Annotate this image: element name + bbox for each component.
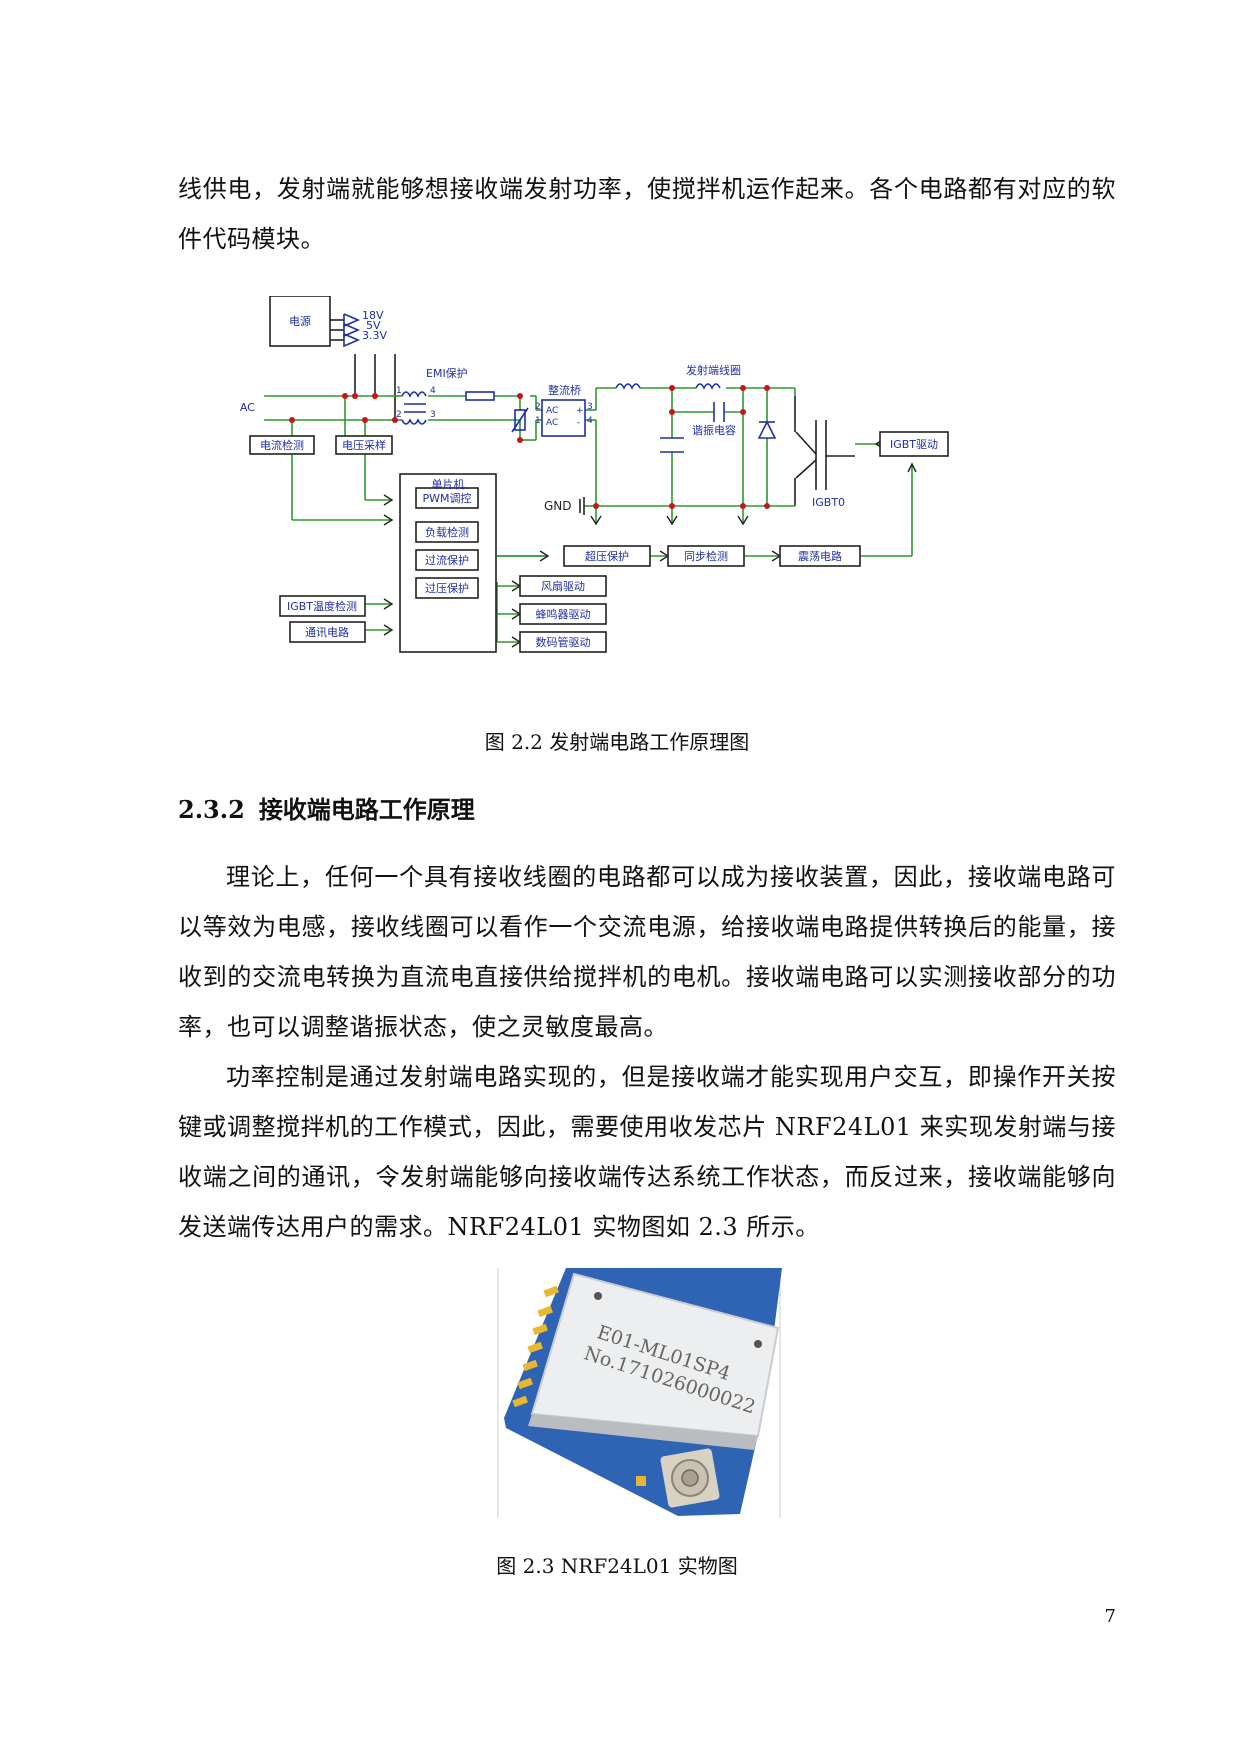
igbt0-label: IGBT0 <box>812 496 845 509</box>
power-supply-wiring <box>330 319 855 506</box>
surge-protect-label: 超压保护 <box>585 549 629 563</box>
pwm-control-label: PWM调控 <box>422 491 471 505</box>
shield-can-edge <box>528 1414 758 1450</box>
transformer-pin-3: 3 <box>430 410 436 420</box>
section-title: 接收端电路工作原理 <box>258 796 475 824</box>
load-detect-label: 负载检测 <box>425 525 469 539</box>
fan-drive-label: 风扇驱动 <box>541 579 585 593</box>
figure-2-2-caption: 图 2.2 发射端电路工作原理图 <box>484 730 750 754</box>
paragraph-receiver-principle: 理论上，任何一个具有接收线圈的电路都可以成为接收装置，因此，接收端电路可以等效为… <box>178 863 1116 1041</box>
pin1-marker <box>594 1292 602 1300</box>
paragraph-continuation: 线供电，发射端就能够想接收端发射功率，使搅拌机运作起来。各个电路都有对应的软件代… <box>178 175 1116 253</box>
rectifier-plus: + <box>576 406 584 416</box>
corner-marker <box>754 1340 762 1348</box>
voltage-sample-label: 电压采样 <box>342 438 386 452</box>
page-number: 7 <box>1104 1606 1116 1627</box>
figure-2-3-caption: 图 2.3 NRF24L01 实物图 <box>496 1554 738 1578</box>
section-heading: 2.3.2 接收端电路工作原理 <box>178 790 475 825</box>
over-voltage-label: 过压保护 <box>425 581 469 595</box>
igbt-drive-label: IGBT驱动 <box>890 438 938 451</box>
gnd-label: GND <box>544 499 572 513</box>
section-number: 2.3.2 <box>178 795 245 824</box>
current-detect-label: 电流检测 <box>260 438 304 452</box>
circuit-wiring <box>264 387 796 643</box>
bridge-pin-3: 3 <box>587 402 593 412</box>
transformer-pin-4: 4 <box>430 386 436 396</box>
voltage-3v3-label: 3.3V <box>362 329 387 342</box>
bridge-pin-4: 4 <box>587 416 593 426</box>
transformer-pin-2: 2 <box>396 410 402 420</box>
sync-detect-label: 同步检测 <box>684 549 728 563</box>
voltage-5v-label: 5V <box>366 319 381 332</box>
over-current-label: 过流保护 <box>425 553 469 567</box>
antenna-connector <box>660 1448 720 1508</box>
power-block-label: 电源 <box>289 314 311 328</box>
nrf24l01-module-photo: E01-ML01SP4 No.171026000022 <box>497 1268 782 1518</box>
transmitter-coil-label: 发射端线圈 <box>686 363 741 377</box>
transmitter-circuit-diagram: 电源 18V 5V 3.3V EMI保护 220VAC 整流桥 发射端线圈 谐振… <box>240 296 949 653</box>
emi-protection-label: EMI保护 <box>426 366 468 380</box>
voltage-18v-label: 18V <box>362 309 384 322</box>
comm-circuit-label: 通讯电路 <box>305 626 349 639</box>
component-symbols <box>343 313 777 453</box>
mcu-label: 单片机 <box>432 477 465 491</box>
bridge-pin-2: 2 <box>535 402 541 412</box>
display-drive-label: 数码管驱动 <box>536 635 591 649</box>
resonant-capacitor-label: 谐振电容 <box>692 423 736 437</box>
transformer-pin-1: 1 <box>396 386 402 396</box>
igbt-temp-label: IGBT温度检测 <box>287 599 357 613</box>
junction-dots <box>289 385 770 509</box>
oscillator-label: 震荡电路 <box>798 550 842 563</box>
rectifier-ac-in-1: AC <box>546 406 558 416</box>
rectifier-minus: - <box>577 418 580 428</box>
block-boxes <box>249 296 949 653</box>
bridge-pin-1: 1 <box>535 416 541 426</box>
ground-symbol <box>579 497 585 515</box>
edge-pads <box>512 1285 646 1486</box>
paragraph-power-control: 功率控制是通过发射端电路实现的，但是接收端才能实现用户交互，即操作开关按键或调整… <box>178 1063 1116 1241</box>
rectifier-label: 整流桥 <box>548 383 581 397</box>
rectifier-ac-in-2: AC <box>546 418 558 428</box>
buzzer-drive-label: 蜂鸣器驱动 <box>536 607 591 621</box>
ac-220v-label: 220VAC <box>240 401 255 414</box>
